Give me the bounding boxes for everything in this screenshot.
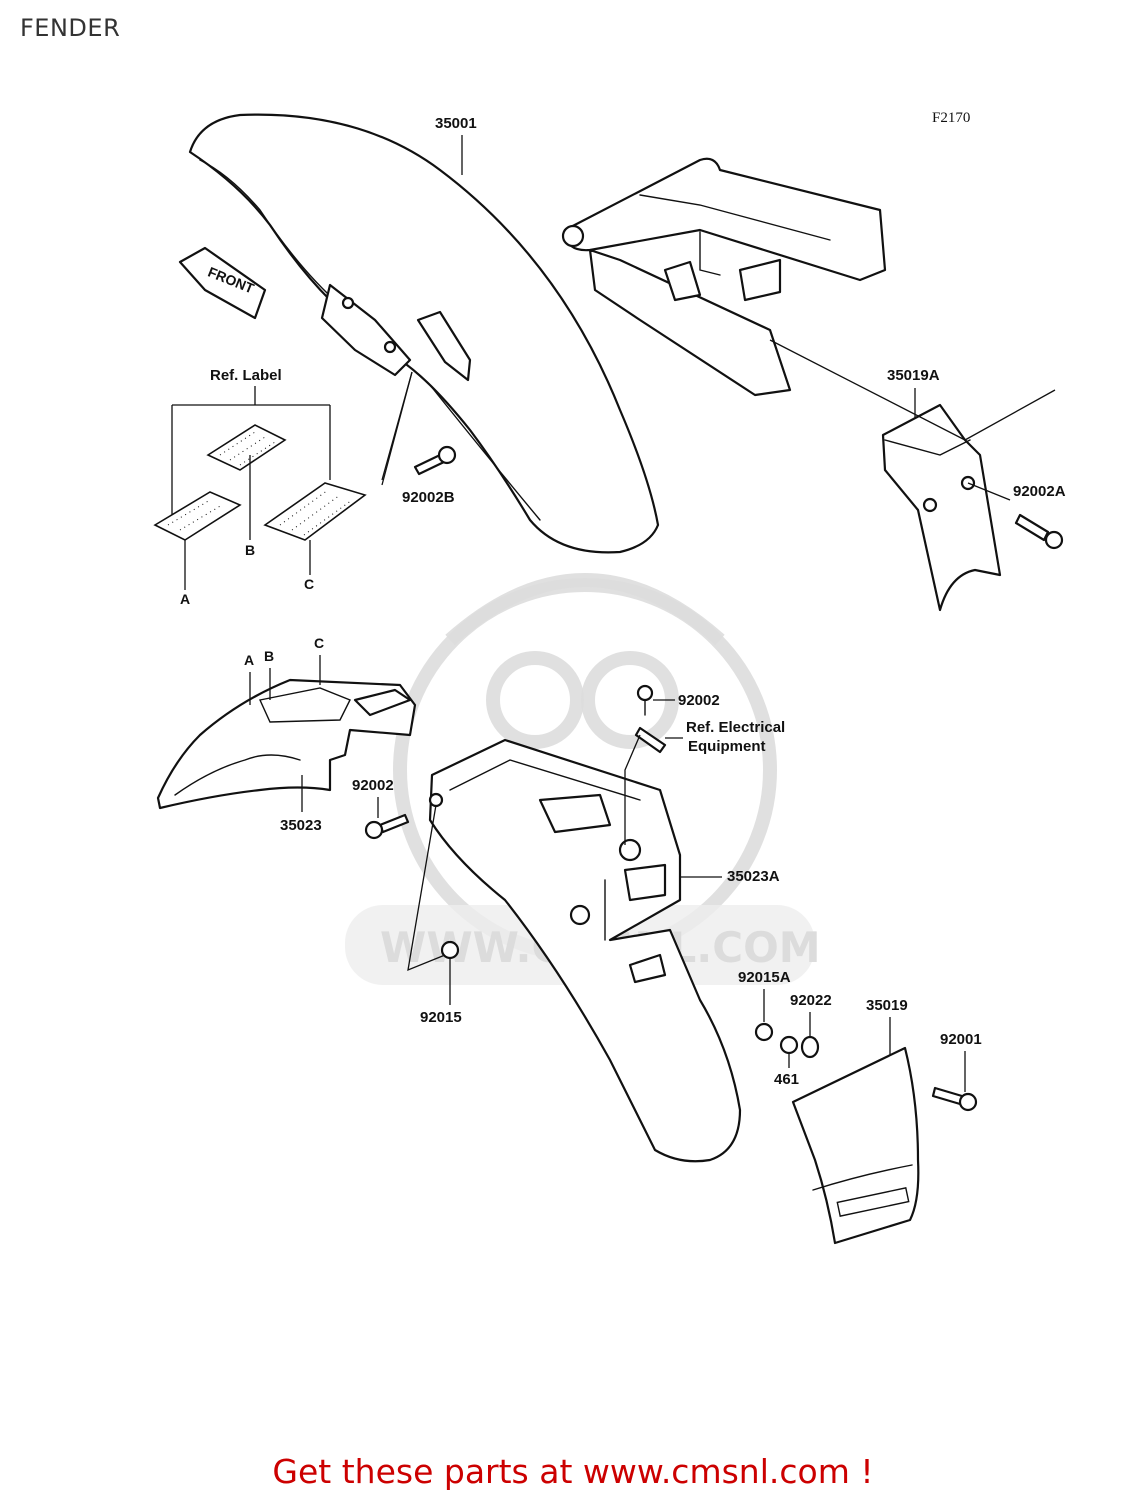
callout-92001: 92001 [940,1031,982,1048]
callout-92002-left: 92002 [352,777,394,794]
callout-92002A: 92002A [1013,483,1066,500]
label-sheet-c [263,482,367,541]
callout-35023A: 35023A [727,868,780,885]
callout-35023: 35023 [280,817,322,834]
washer-461 [779,1035,799,1055]
bolt-92001 [931,1086,978,1112]
ref-code: F2170 [932,110,970,126]
inner-fender-35023 [156,678,417,810]
callout-rear-c: C [314,635,324,651]
callout-ref-electrical-1: Ref. Electrical [686,719,785,736]
callout-92002B: 92002B [402,489,455,506]
callout-label-b: B [245,542,255,558]
callout-92015: 92015 [420,1009,462,1026]
washer-92022 [800,1035,820,1059]
bolt-92002A [1014,513,1064,550]
callout-rear-b: B [264,648,274,664]
label-sheet-a [153,491,242,541]
callout-35019: 35019 [866,997,908,1014]
front-fender-35001 [188,113,660,554]
nut-92015A [754,1022,774,1042]
callout-rear-a: A [244,652,254,668]
mud-flap-35019 [791,1046,920,1245]
callout-label-a: A [180,591,190,607]
callout-92022: 92022 [790,992,832,1009]
callout-92015A: 92015A [738,969,791,986]
label-sheet-b [206,424,287,471]
cta-link[interactable]: Get these parts at www.cmsnl.com ! [272,1452,874,1491]
callout-ref-label: Ref. Label [210,367,282,384]
bolt-92002-top [634,684,667,754]
bolt-92002B [413,445,457,476]
front-arrow: FRONT [178,246,267,320]
rear-fender-35023A [428,738,742,1163]
callout-35001: 35001 [435,115,477,132]
callout-ref-electrical-2: Equipment [688,738,766,755]
callout-label-c: C [304,576,314,592]
callout-35019A: 35019A [887,367,940,384]
bracket-35019A [881,403,1002,612]
callout-461: 461 [774,1071,799,1088]
frame-section [561,157,887,397]
bolt-92002-left [364,813,410,840]
page-title: FENDER [20,14,121,42]
callout-92002-top: 92002 [678,692,720,709]
